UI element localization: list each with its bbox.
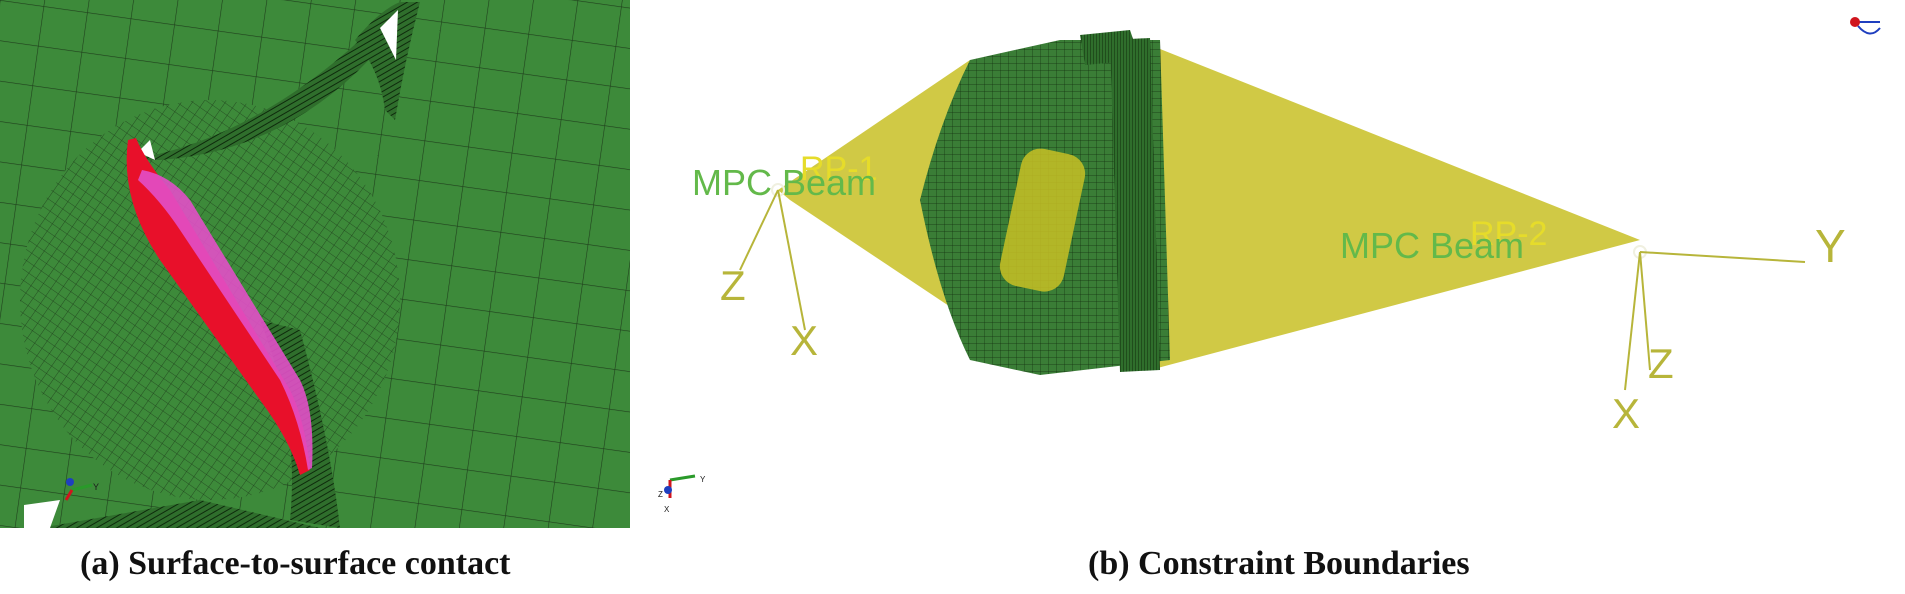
upper-gap	[380, 10, 398, 60]
triad-b-y: Y	[700, 475, 706, 484]
rotor-slot-stripes	[1080, 30, 1160, 372]
contact-surface-red	[126, 138, 311, 475]
axis-z-left: Z	[720, 262, 746, 309]
rp-2-label: RP-2	[1470, 215, 1547, 253]
mid-gap	[138, 140, 155, 160]
upper-slot-notch	[355, 2, 420, 120]
lower-left-edge	[40, 500, 320, 528]
constraint-viewport: RP-1 MPC Beam Z X RP-2 MPC Beam Y Z X Y …	[658, 17, 1881, 514]
mpc-beam-fan-left	[778, 60, 970, 320]
contact-viewport: Y	[0, 0, 630, 528]
rp-1-point	[771, 183, 785, 197]
view-orientation-icon	[1850, 17, 1881, 35]
axis-z-right: Z	[1648, 340, 1674, 387]
caption-surface-contact: (a) Surface-to-surface contact	[80, 545, 511, 582]
mpc-beam-label-left: MPC Beam	[692, 162, 876, 203]
coordinate-triad-a: Y	[64, 478, 99, 501]
axis-y-right: Y	[1815, 220, 1846, 272]
axes-right: Y Z X	[1612, 220, 1846, 437]
triad-b-x: X	[664, 505, 670, 514]
axis-x-right: X	[1612, 390, 1640, 437]
triad-y-label: Y	[93, 482, 99, 492]
axis-x-left: X	[790, 317, 818, 364]
mpc-beam-fan-right	[1150, 45, 1640, 370]
triad-b-z: Z	[658, 490, 663, 499]
caption-constraint-boundaries: (b) Constraint Boundaries	[1088, 545, 1470, 582]
axes-left: Z X	[720, 189, 818, 364]
lower-gap	[24, 500, 60, 528]
rotor-slot-highlight	[999, 148, 1086, 292]
coordinate-triad-b: Y Z X	[658, 474, 706, 514]
mpc-beam-label-right: MPC Beam	[1340, 225, 1524, 266]
rp-1-label: RP-1	[800, 150, 877, 188]
